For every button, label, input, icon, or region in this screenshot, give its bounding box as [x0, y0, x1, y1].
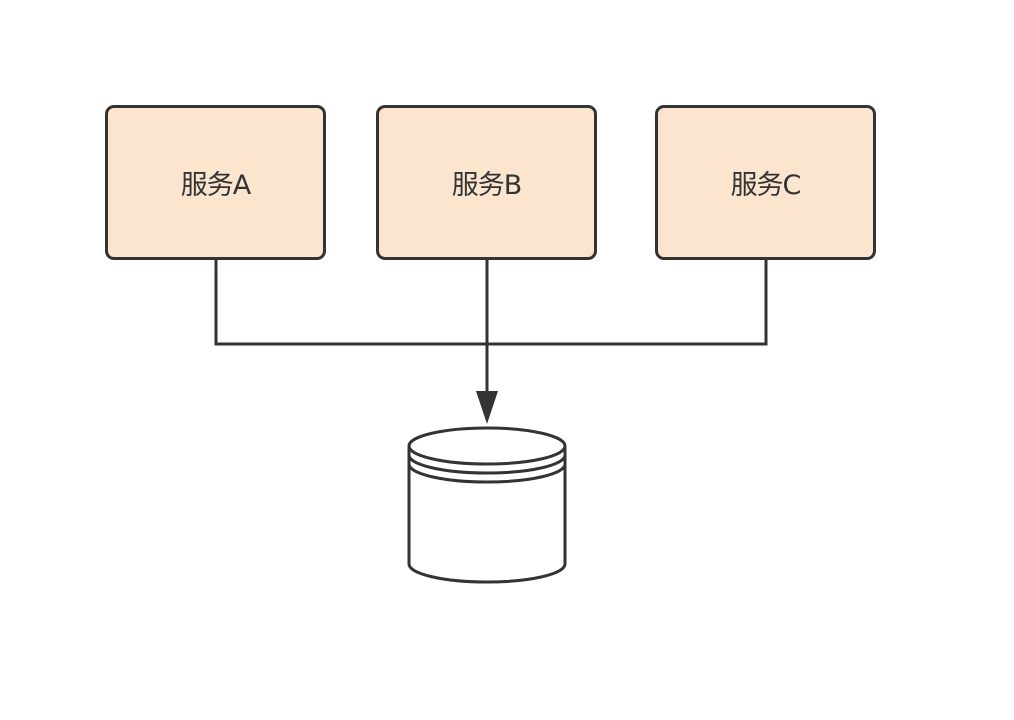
service-b-label: 服务B	[451, 170, 523, 201]
service-a-label: 服务A	[180, 170, 251, 201]
service-c-box: 服务C	[655, 105, 876, 260]
service-b-box: 服务B	[376, 105, 597, 260]
service-a-box: 服务A	[105, 105, 326, 260]
database-cylinder-icon	[407, 426, 567, 584]
service-c-label: 服务C	[730, 170, 802, 201]
arrow-down-icon	[476, 391, 498, 424]
connector-lines	[214, 260, 768, 394]
